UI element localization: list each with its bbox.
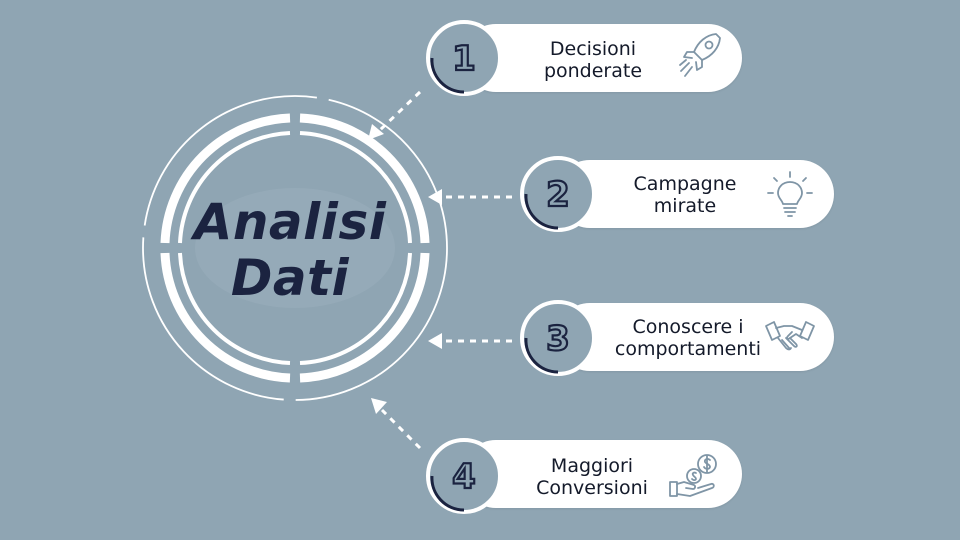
- money-hand-icon: [669, 454, 717, 497]
- connector-arrows: [378, 90, 512, 450]
- item-3-line-1: Conoscere i: [632, 316, 744, 338]
- badge-number-1: 1: [452, 39, 476, 79]
- item-1-line-1: Decisioni: [549, 38, 637, 60]
- item-1-line-2: ponderate: [543, 60, 643, 82]
- center-title: Analisi Dati: [160, 190, 420, 310]
- title-line-1: Analisi: [193, 193, 387, 251]
- number-badge-1: 1: [426, 20, 502, 96]
- item-2-line-2: mirate: [653, 195, 717, 217]
- lightbulb-icon: [767, 171, 813, 217]
- number-badge-3: 3: [520, 300, 596, 376]
- handshake-icon: [765, 321, 815, 351]
- arrow-head-4: [371, 398, 387, 414]
- item-card-1: [462, 24, 742, 92]
- item-label-1: Decisioni ponderate: [518, 38, 668, 82]
- outer-thin-ring: [142, 95, 448, 401]
- item-2-line-1: Campagne: [633, 173, 737, 195]
- badge-number-2: 2: [546, 175, 570, 215]
- number-badge-2: 2: [520, 156, 596, 232]
- item-label-2: Campagne mirate: [605, 173, 765, 217]
- title-glow: [195, 188, 395, 308]
- item-label-4: Maggiori Conversioni: [514, 455, 670, 499]
- arrow-head-1: [368, 124, 384, 140]
- inner-ring: [178, 131, 412, 365]
- item-card-4: [462, 440, 742, 508]
- arrow-head-3: [428, 333, 442, 349]
- item-3-line-2: comportamenti: [614, 338, 762, 360]
- item-4-line-2: Conversioni: [536, 477, 648, 499]
- badge-number-3: 3: [546, 319, 570, 359]
- item-4-line-1: Maggiori: [550, 455, 634, 477]
- main-ring: [160, 113, 430, 383]
- arrow-head-2: [428, 189, 442, 205]
- number-badge-4: 4: [426, 438, 502, 514]
- rocket-icon: [679, 33, 721, 77]
- badge-number-4: 4: [452, 457, 476, 497]
- item-label-3: Conoscere i comportamenti: [598, 316, 778, 360]
- title-line-2: Dati: [230, 249, 350, 307]
